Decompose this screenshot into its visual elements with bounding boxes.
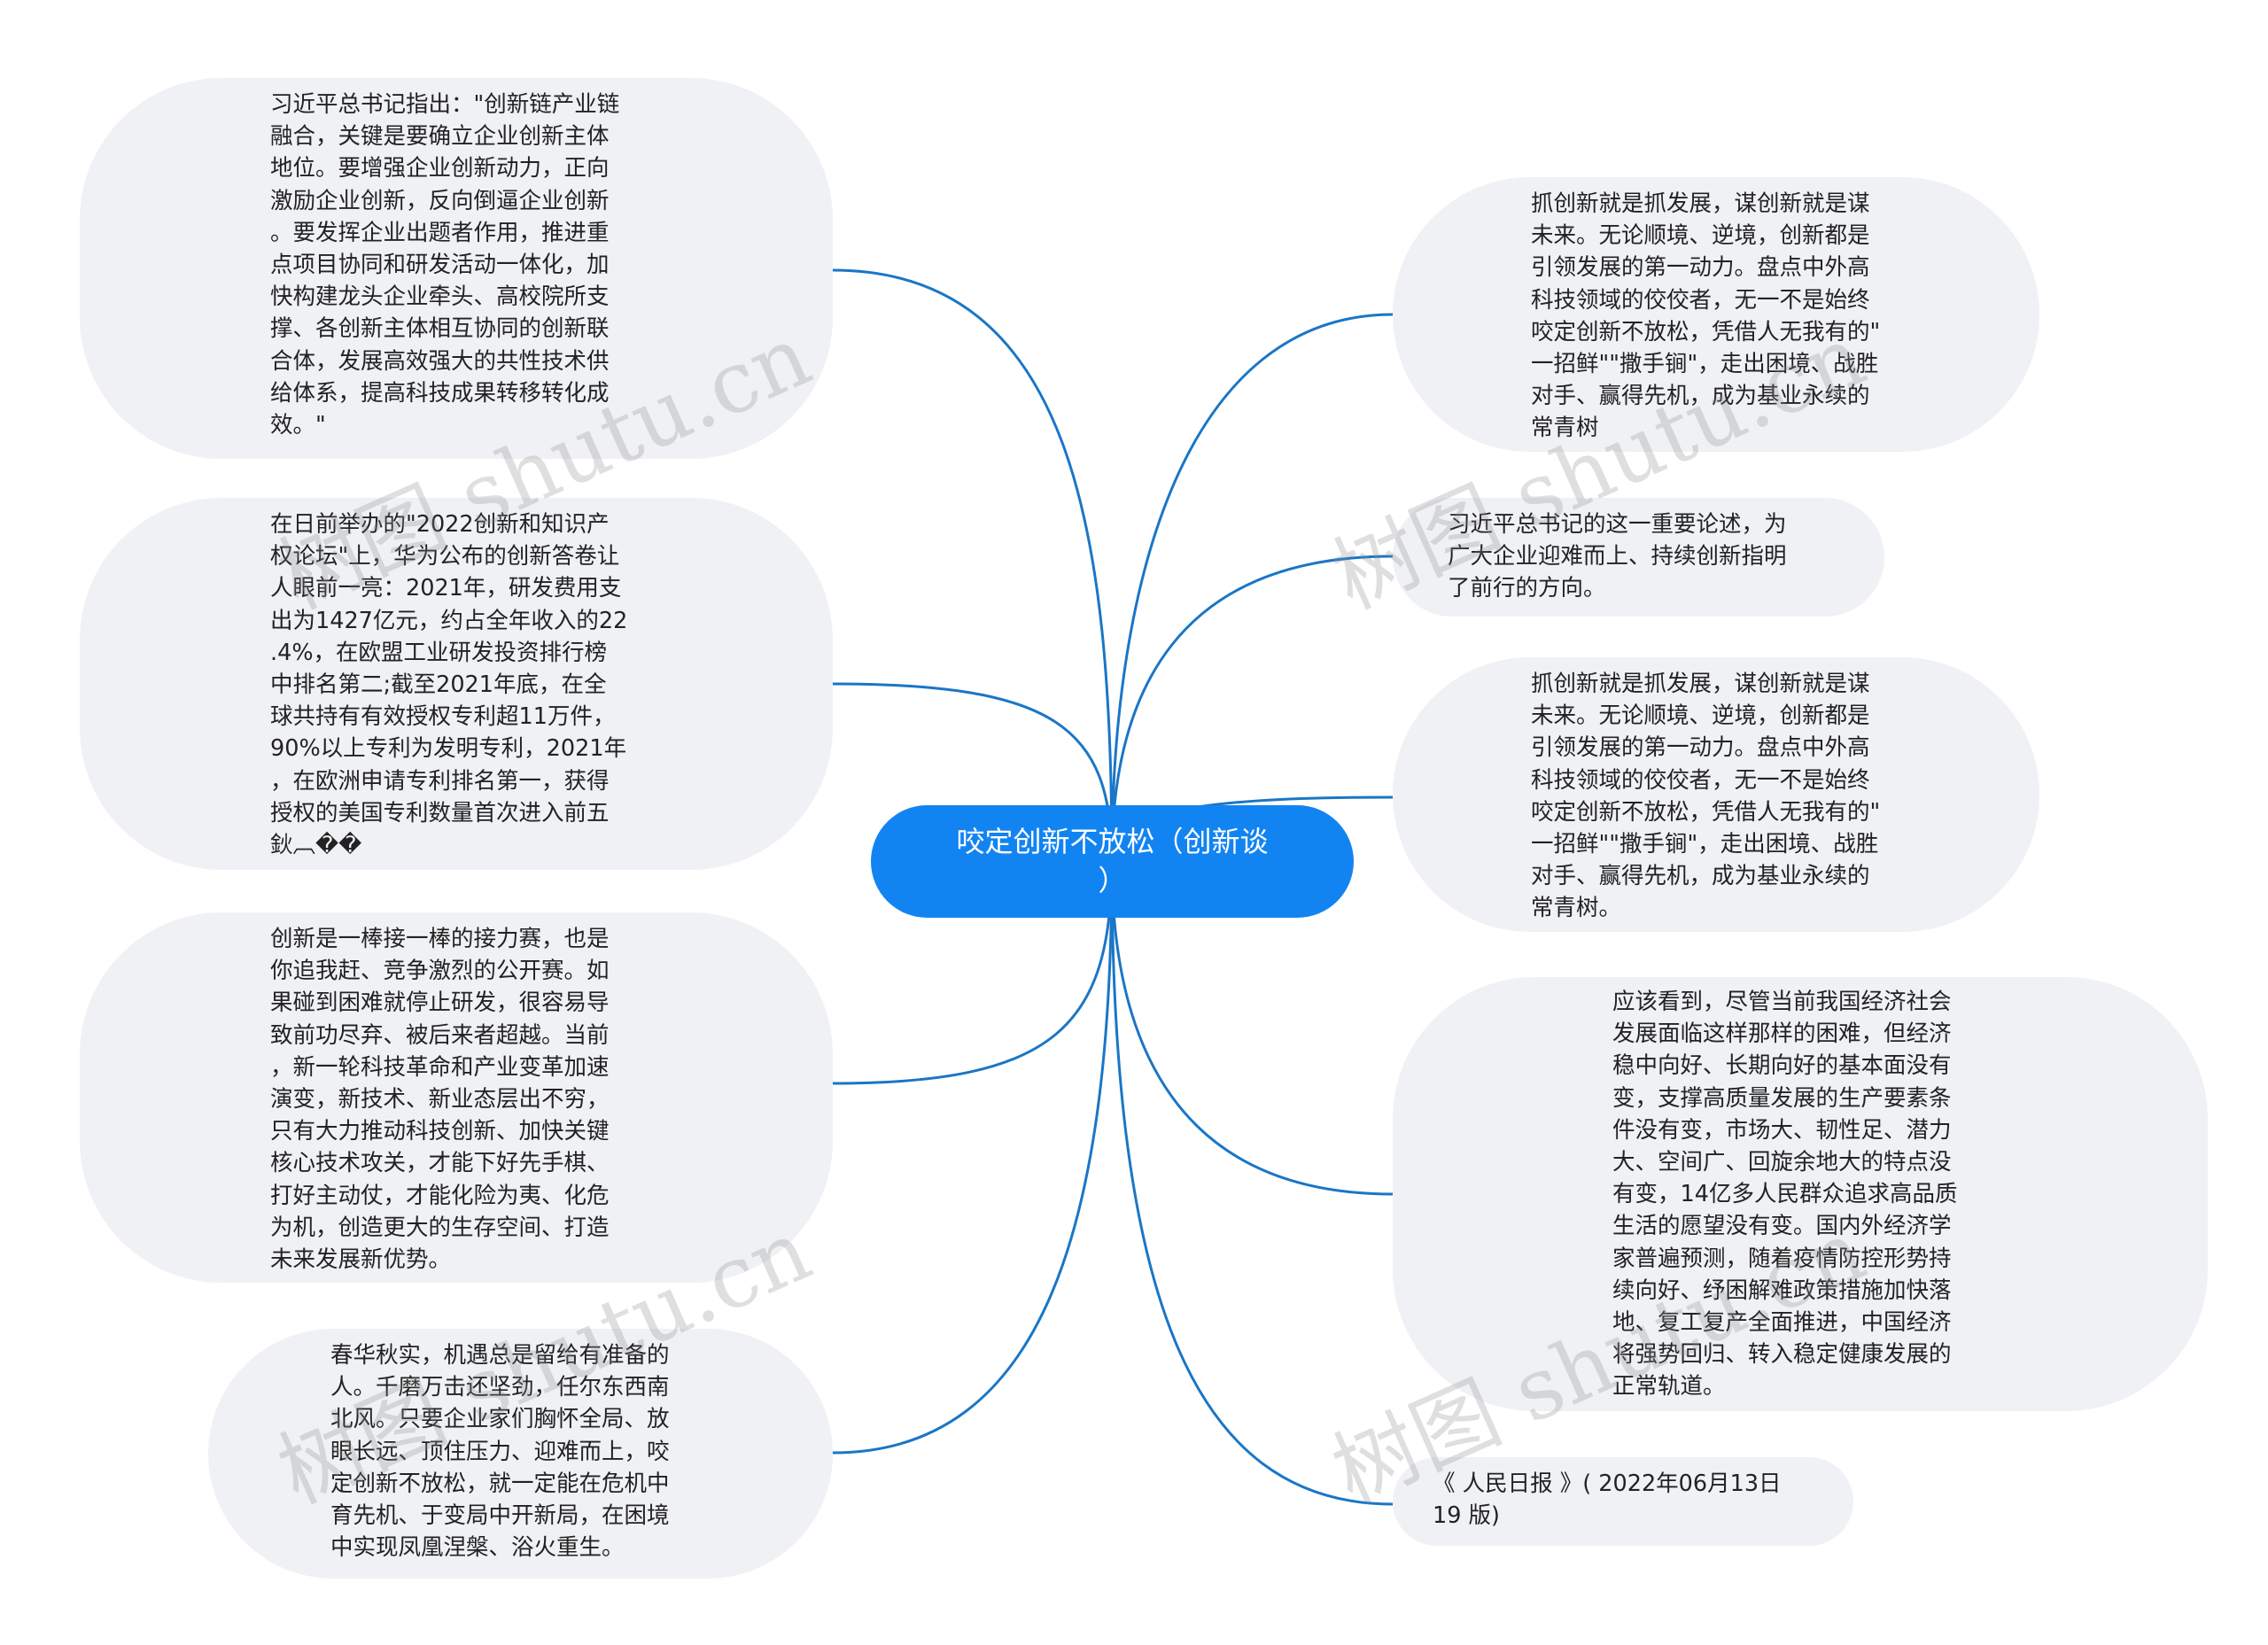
topic-node-right-1[interactable]: 抓创新就是抓发展，谋创新就是谋 未来。无论顺境、逆境，创新都是 引领发展的第一动… bbox=[1393, 177, 2039, 452]
topic-node-left-3[interactable]: 创新是一棒接一棒的接力赛，也是 你追我赶、竞争激烈的公开赛。如 果碰到困难就停止… bbox=[80, 912, 833, 1283]
topic-node-text: 抓创新就是抓发展，谋创新就是谋 未来。无论顺境、逆境，创新都是 引领发展的第一动… bbox=[1531, 190, 1881, 442]
edge-right-1 bbox=[1110, 313, 1394, 862]
topic-node-text: 《 人民日报 》( 2022年06月13日 19 版) bbox=[1433, 1470, 1782, 1530]
topic-node-right-2[interactable]: 习近平总书记的这一重要论述，为 广大企业迎难而上、持续创新指明 了前行的方向。 bbox=[1393, 498, 1884, 617]
topic-node-left-2[interactable]: 在日前举办的"2022创新和知识产 权论坛"上，华为公布的创新答卷让 人眼前一亮… bbox=[80, 498, 833, 870]
topic-node-text: 习近平总书记的这一重要论述，为 广大企业迎难而上、持续创新指明 了前行的方向。 bbox=[1448, 511, 1787, 602]
topic-node-right-5[interactable]: 《 人民日报 》( 2022年06月13日 19 版) bbox=[1393, 1457, 1853, 1546]
topic-node-right-3[interactable]: 抓创新就是抓发展，谋创新就是谋 未来。无论顺境、逆境，创新都是 引领发展的第一动… bbox=[1393, 657, 2039, 932]
topic-node-left-1[interactable]: 习近平总书记指出："创新链产业链 融合，关键是要确立企业创新主体 地位。要增强企… bbox=[80, 78, 833, 459]
topic-node-text: 春华秋实，机遇总是留给有准备的 人。千磨万击还坚劲，任尔东西南 北风。只要企业家… bbox=[330, 1342, 670, 1562]
root-topic[interactable]: 咬定创新不放松（创新谈 ） bbox=[871, 805, 1354, 918]
topic-node-text: 习近平总书记指出："创新链产业链 融合，关键是要确立企业创新主体 地位。要增强企… bbox=[270, 91, 620, 439]
topic-node-text: 在日前举办的"2022创新和知识产 权论坛"上，华为公布的创新答卷让 人眼前一亮… bbox=[270, 511, 628, 859]
edge-left-1 bbox=[832, 268, 1114, 862]
edge-right-2 bbox=[1110, 555, 1394, 862]
topic-node-text: 抓创新就是抓发展，谋创新就是谋 未来。无论顺境、逆境，创新都是 引领发展的第一动… bbox=[1531, 671, 1881, 922]
edge-right-5 bbox=[1110, 860, 1394, 1506]
topic-node-right-4[interactable]: 应该看到，尽管当前我国经济社会 发展面临这样那样的困难，但经济 稳中向好、长期向… bbox=[1393, 977, 2208, 1411]
edge-right-4 bbox=[1110, 860, 1394, 1196]
topic-node-text: 创新是一棒接一棒的接力赛，也是 你追我赶、竞争激烈的公开赛。如 果碰到困难就停止… bbox=[270, 926, 610, 1274]
topic-node-left-4[interactable]: 春华秋实，机遇总是留给有准备的 人。千磨万击还坚劲，任尔东西南 北风。只要企业家… bbox=[208, 1329, 833, 1579]
topic-node-text: 应该看到，尽管当前我国经济社会 发展面临这样那样的困难，但经济 稳中向好、长期向… bbox=[1612, 989, 1958, 1401]
edge-left-3 bbox=[832, 860, 1114, 1085]
edge-left-4 bbox=[832, 860, 1114, 1455]
